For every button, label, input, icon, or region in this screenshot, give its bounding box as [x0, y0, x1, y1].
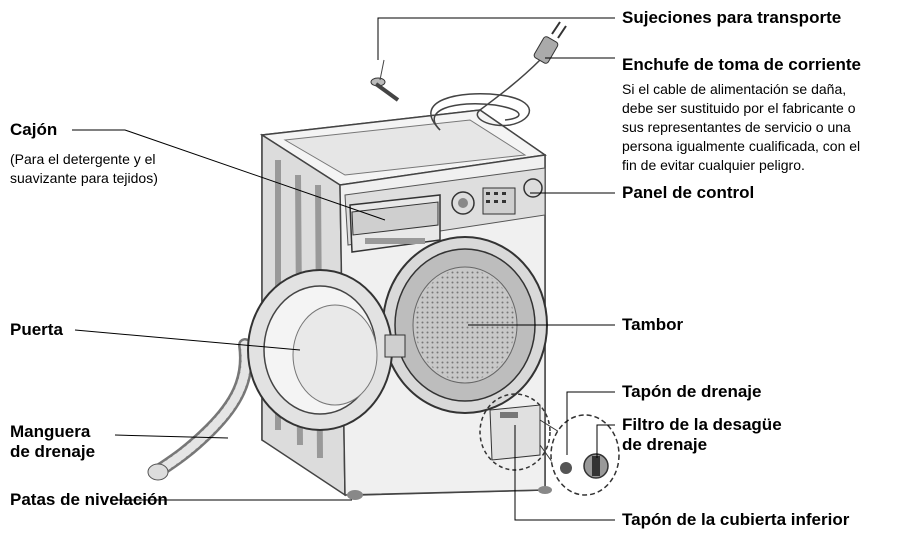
power-cord [430, 21, 567, 131]
label-patas: Patas de nivelación [10, 490, 168, 509]
label-tapon-cubierta: Tapón de la cubierta inferior [622, 510, 850, 529]
cajon-note-line: (Para el detergente y el [10, 151, 156, 167]
detergent-drawer [349, 194, 441, 253]
enchufe-note-line: sus representantes de servicio o una [622, 119, 851, 135]
enchufe-note-line: persona igualmente cualificada, con el [622, 138, 861, 154]
label-manguera: Manguera de drenaje [10, 422, 95, 462]
enchufe-note-line: Si el cable de alimentación se daña, [622, 81, 847, 97]
transport-bolt [370, 59, 400, 102]
filter-inset [550, 414, 620, 496]
label-sujeciones: Sujeciones para transporte [622, 8, 842, 27]
manguera-line: Manguera [10, 422, 91, 441]
label-cajon: Cajón [10, 120, 58, 139]
leveling-foot [347, 490, 363, 500]
label-enchufe: Enchufe de toma de corriente [622, 55, 861, 74]
filtro-line: de drenaje [622, 435, 708, 454]
label-tambor: Tambor [622, 315, 684, 334]
cajon-note: (Para el detergente y el suavizante para… [10, 150, 158, 188]
enchufe-note-line: debe ser sustituido por el fabricante o [622, 100, 856, 116]
enchufe-note-line: fin de evitar cualquier peligro. [622, 157, 805, 173]
drum [382, 236, 548, 414]
leader-lines [72, 17, 615, 521]
cajon-note-line: suavizante para tejidos) [10, 170, 158, 186]
filtro-line: Filtro de la desagüe [622, 415, 782, 434]
manguera-line: de drenaje [10, 442, 96, 461]
door [247, 269, 406, 431]
label-tapon-drenaje: Tapón de drenaje [622, 382, 762, 401]
label-filtro: Filtro de la desagüe de drenaje [622, 415, 782, 455]
label-puerta: Puerta [10, 320, 63, 339]
enchufe-note: Si el cable de alimentación se daña, deb… [622, 80, 860, 175]
label-panel-control: Panel de control [622, 183, 755, 202]
